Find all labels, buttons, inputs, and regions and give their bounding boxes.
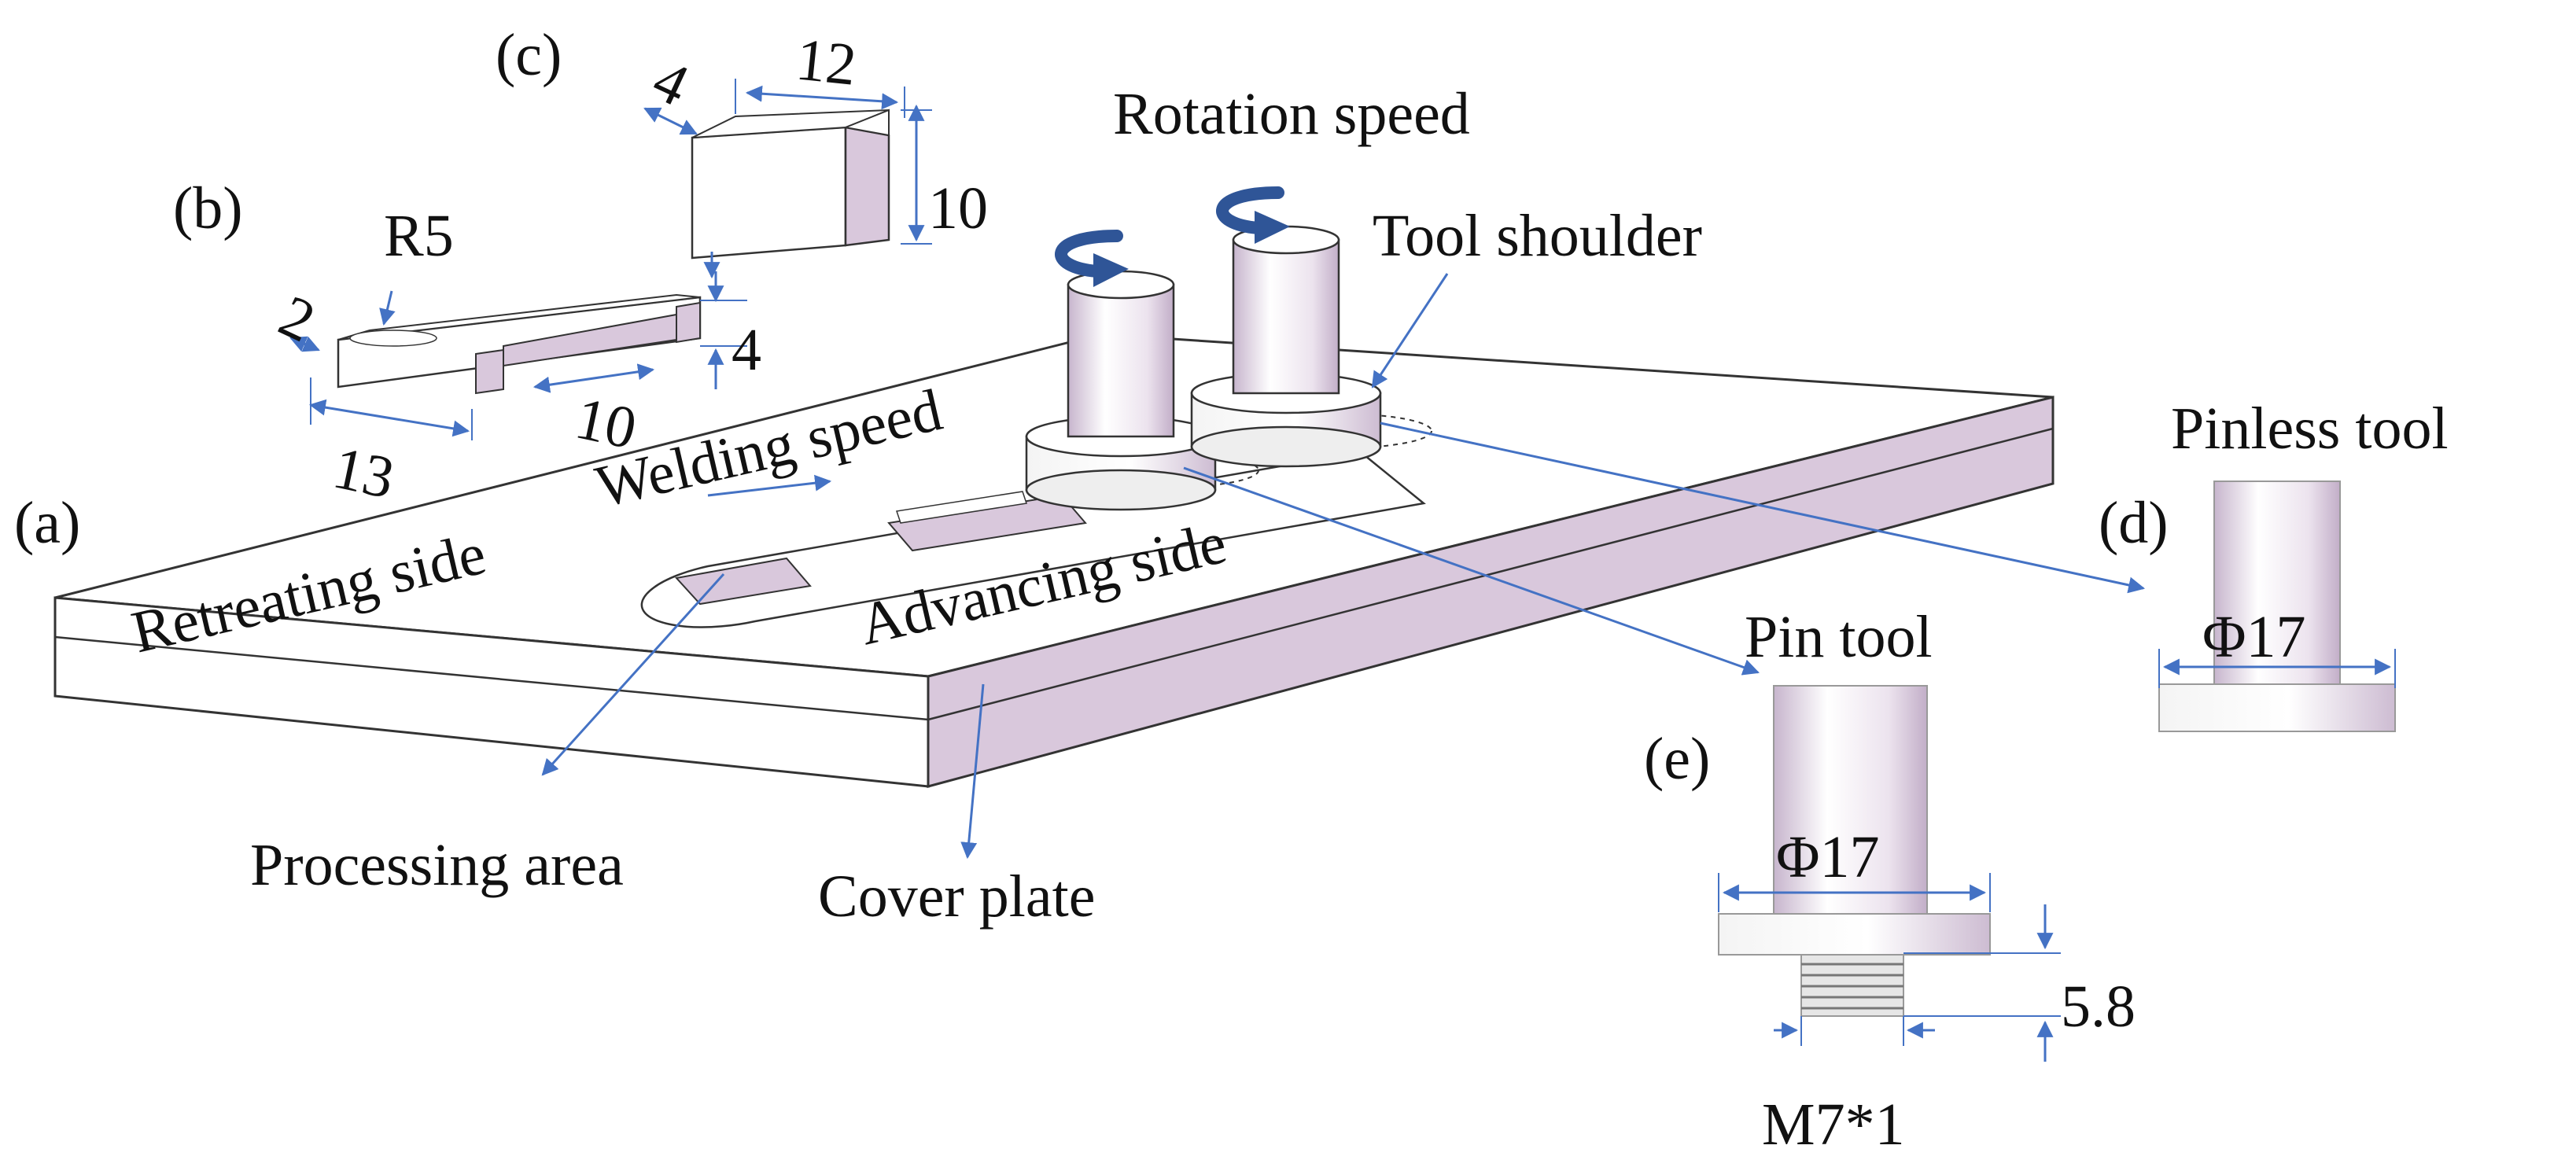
- panel-label-e: (e): [1644, 726, 1710, 792]
- tool-right: [1190, 225, 1382, 468]
- dim-d-diameter: Φ17: [2202, 604, 2306, 670]
- rotation-speed-label: Rotation speed: [1113, 81, 1470, 147]
- panel-label-c: (c): [496, 22, 562, 88]
- dim-e-thread: M7*1: [1762, 1092, 1905, 1158]
- panel-label-a: (a): [14, 490, 80, 556]
- panel-label-d: (d): [2099, 490, 2169, 556]
- dim-b-radius: R5: [384, 203, 454, 269]
- dim-e-pin-length: 5.8: [2061, 974, 2136, 1040]
- processing-area-label: Processing area: [250, 832, 624, 898]
- rotation-arrow-icon: [1216, 186, 1290, 244]
- dim-b-height: 4: [732, 317, 761, 383]
- leader-lines: [289, 79, 2396, 1062]
- dim-c-depth: 4: [643, 46, 698, 119]
- dim-c-length: 12: [793, 26, 859, 98]
- tool-left: [1025, 270, 1217, 511]
- rotation-arrow-icon: [1055, 230, 1129, 287]
- dim-b-width: 2: [270, 282, 325, 355]
- panel-label-b: (b): [173, 175, 243, 241]
- cover-plate-label: Cover plate: [818, 864, 1095, 930]
- dim-b-length-2: 10: [569, 385, 642, 462]
- specimen-c: [691, 109, 890, 260]
- dim-e-diameter: Φ17: [1776, 824, 1880, 890]
- pinless-tool-label: Pinless tool: [2171, 396, 2449, 462]
- tool-shoulder-label: Tool shoulder: [1373, 203, 1702, 269]
- pin-tool-label: Pin tool: [1745, 604, 1933, 670]
- dim-b-length-1: 13: [327, 434, 400, 511]
- dim-c-height: 10: [928, 175, 988, 241]
- specimen-b: [337, 293, 702, 395]
- pinless-tool: [2158, 481, 2396, 732]
- workpiece-plate: [53, 333, 2055, 788]
- pin-tool: [1718, 685, 1991, 1017]
